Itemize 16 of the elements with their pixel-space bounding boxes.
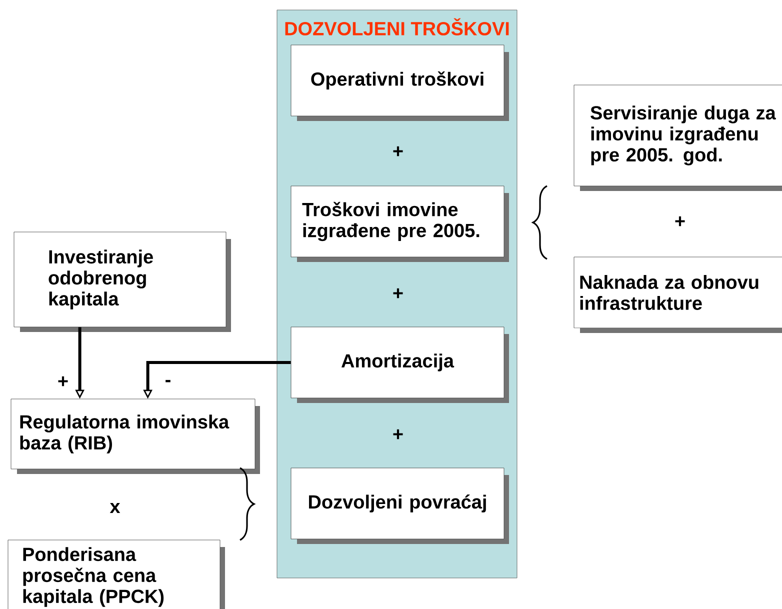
text-box: Troškovi imovine izgrađene pre 2005. xyxy=(290,186,509,262)
operator-symbol: + xyxy=(393,288,403,298)
edge-label: + xyxy=(58,376,68,386)
text-box: Naknada za obnovu infrastrukture xyxy=(574,256,782,333)
text-box: Servisiranje duga za imovinu izgrađenu pre 2005. god. xyxy=(574,84,782,191)
operator-symbol: x xyxy=(110,502,120,513)
operator-symbol: + xyxy=(675,216,685,226)
text-box: Regulatorna imovinska baza (RIB) xyxy=(10,398,260,474)
operator-symbol: + xyxy=(393,429,403,440)
edge-label: - xyxy=(166,380,170,382)
text-box: Dozvoljeni povraćaj xyxy=(290,468,509,544)
operator-symbol: + xyxy=(393,146,403,156)
text-box: Investiranje odobrenog kapitala xyxy=(14,232,231,332)
text-box: Ponderisana prosečna cena kapitala (PPCK) xyxy=(8,540,225,609)
text-box: Amortizacija xyxy=(290,326,509,403)
text-box: Operativni troškovi xyxy=(290,44,509,121)
